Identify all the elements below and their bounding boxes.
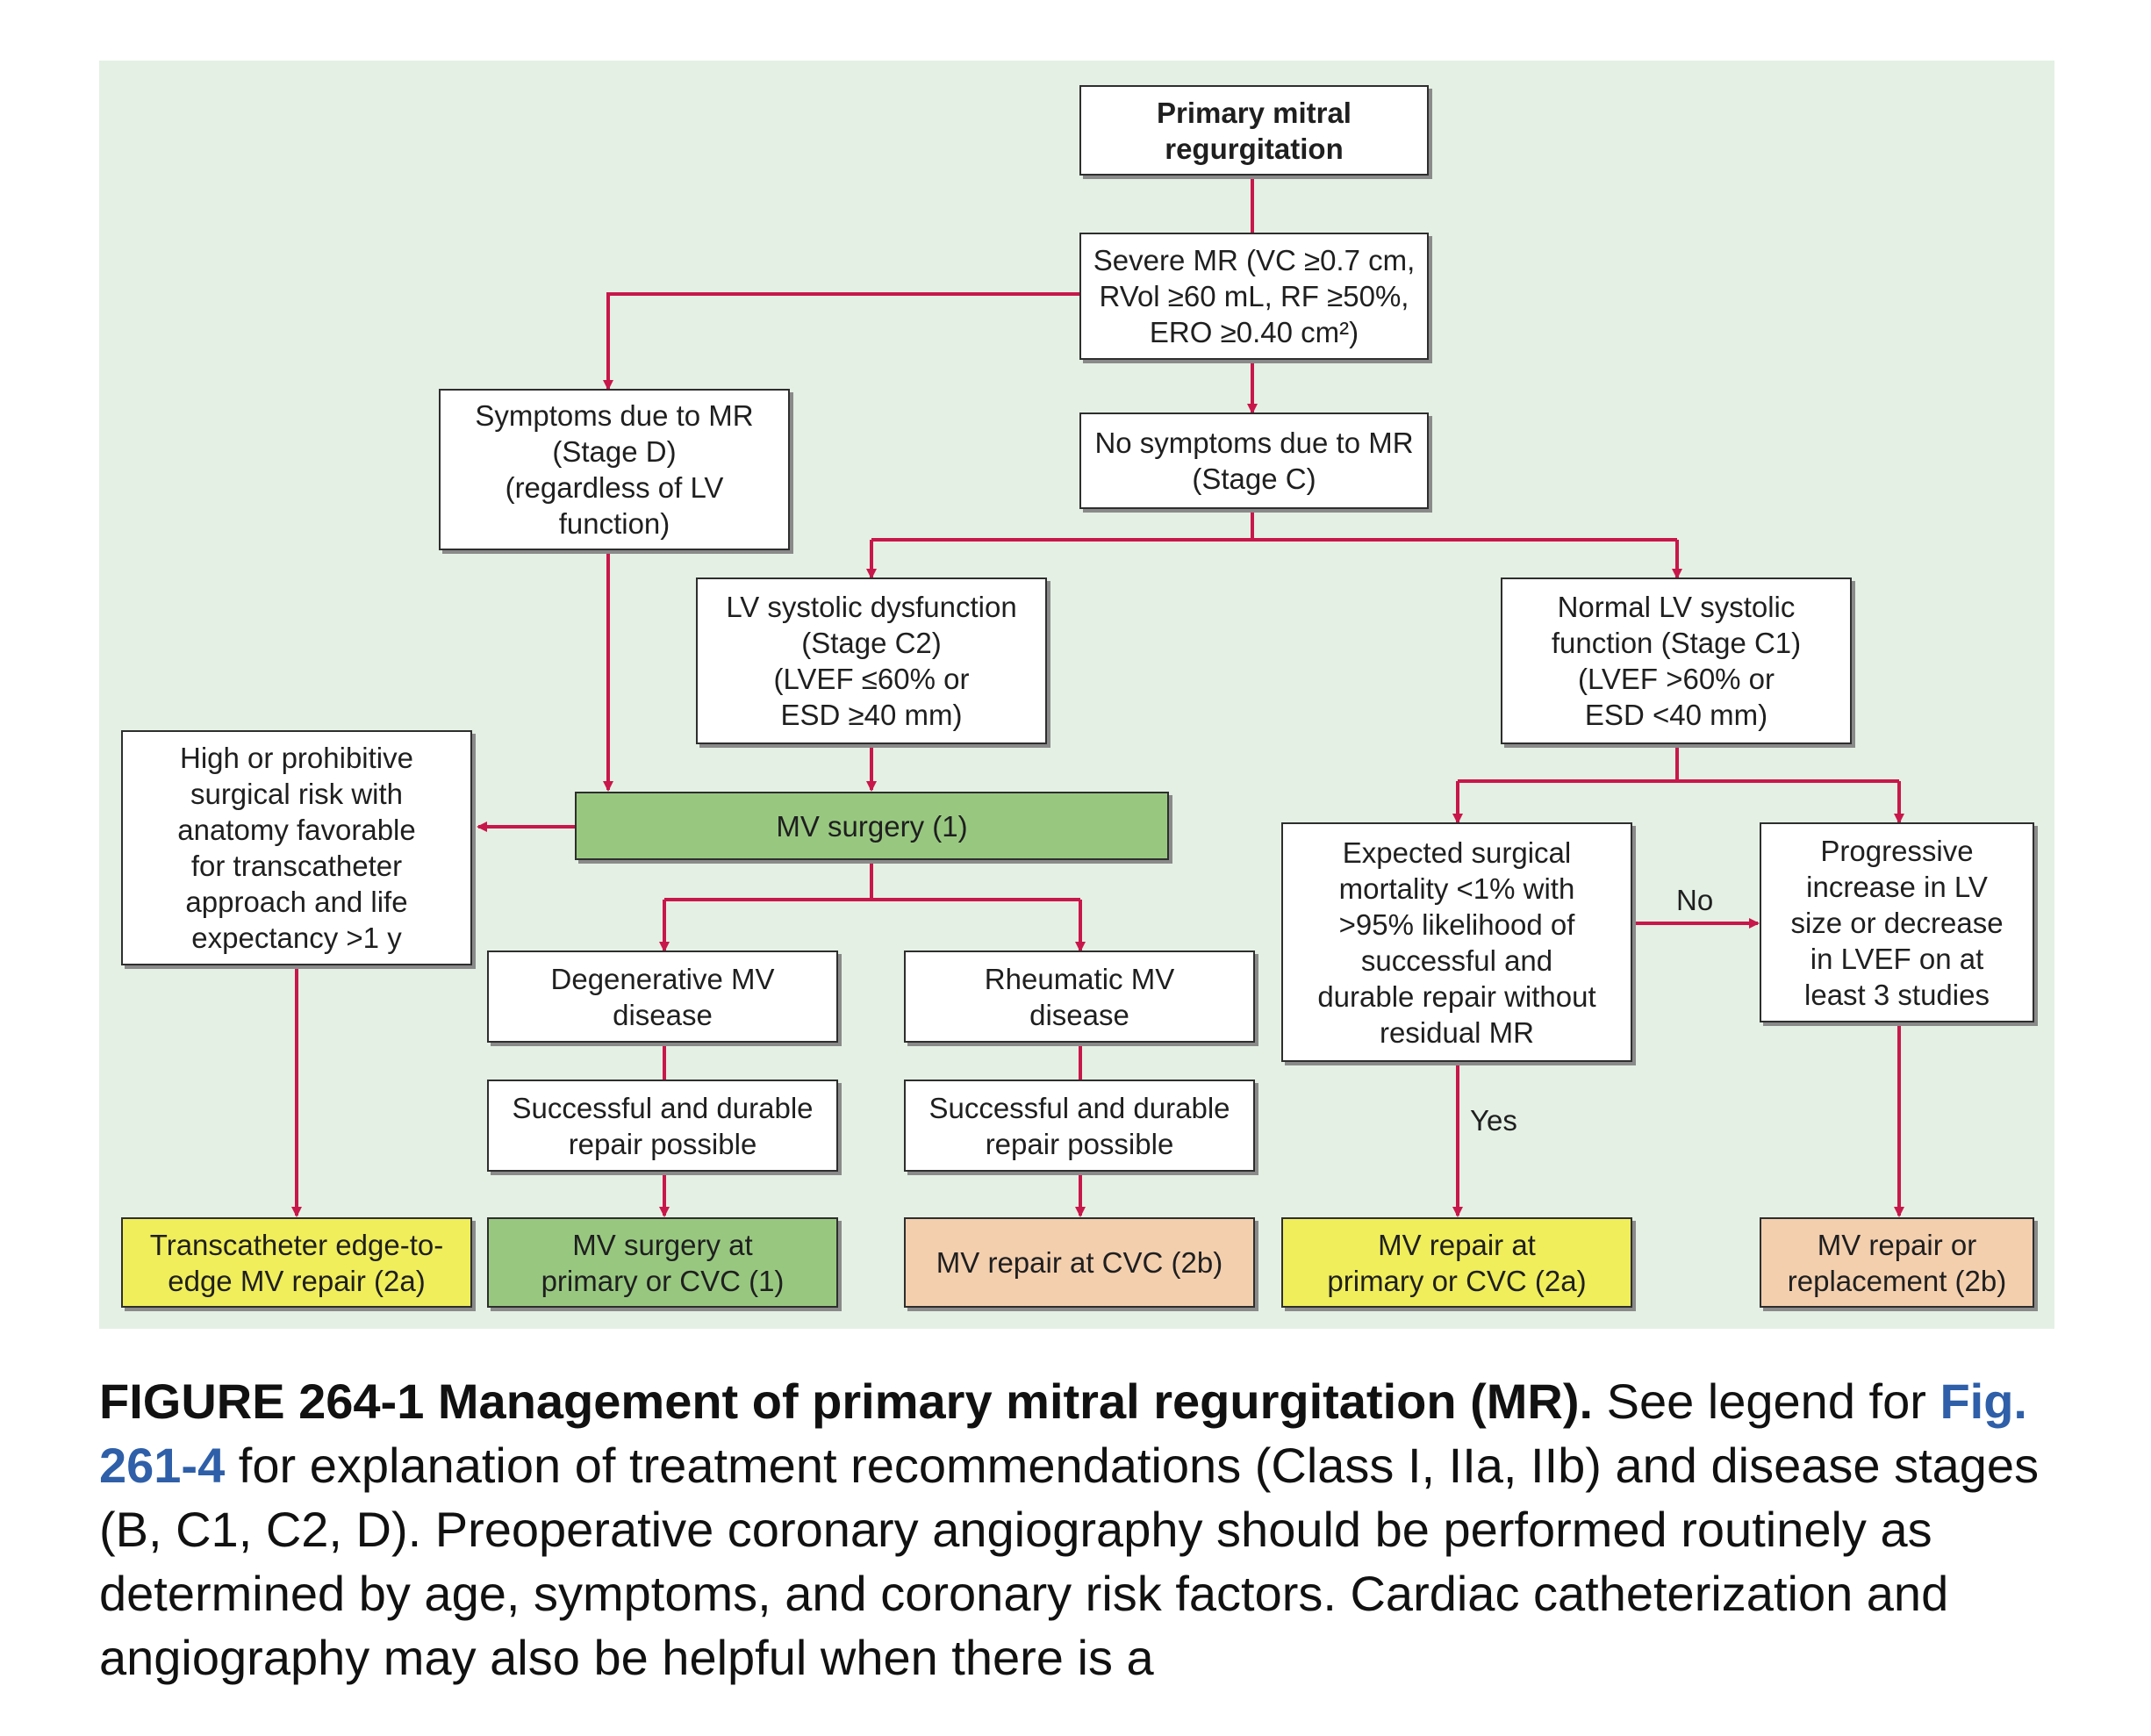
box-repair-possible-degenerative: Successful and durable repair possible (487, 1080, 838, 1172)
caption-text-1: See legend for (1593, 1374, 1940, 1429)
box-high-surgical-risk: High or prohibitive surgical risk with a… (121, 730, 472, 965)
caption-text-2: for explanation of treatment recommendat… (99, 1438, 2040, 1685)
box-mv-repair-primary-cvc: MV repair at primary or CVC (2a) (1281, 1217, 1632, 1308)
box-transcatheter-repair: Transcatheter edge-to- edge MV repair (2… (121, 1217, 472, 1308)
box-degenerative-mv-disease: Degenerative MV disease (487, 950, 838, 1043)
box-progressive-increase: Progressive increase in LV size or decre… (1760, 822, 2034, 1022)
caption-figure-label: FIGURE 264-1 Management of primary mitra… (99, 1374, 1594, 1429)
box-repair-possible-rheumatic: Successful and durable repair possible (904, 1080, 1255, 1172)
box-expected-surgical-mortality: Expected surgical mortality <1% with >95… (1281, 822, 1632, 1062)
box-lv-systolic-dysfunction: LV systolic dysfunction (Stage C2) (LVEF… (696, 577, 1047, 744)
box-mv-repair-replacement: MV repair or replacement (2b) (1760, 1217, 2034, 1308)
box-primary-mr: Primary mitral regurgitation (1079, 85, 1429, 176)
box-mv-surgery: MV surgery (1) (575, 792, 1169, 860)
connector-severe-symptoms (603, 292, 1079, 391)
label-yes: Yes (1470, 1104, 1517, 1137)
box-rheumatic-mv-disease: Rheumatic MV disease (904, 950, 1255, 1043)
box-mv-repair-cvc: MV repair at CVC (2b) (904, 1217, 1255, 1308)
caption-figure-link[interactable]: Fig. 261-4 (99, 1374, 2027, 1493)
box-no-symptoms-stage-c: No symptoms due to MR (Stage C) (1079, 412, 1429, 509)
box-mv-surgery-primary-cvc: MV surgery at primary or CVC (1) (487, 1217, 838, 1308)
box-severe-mr: Severe MR (VC ≥0.7 cm, RVol ≥60 mL, RF ≥… (1079, 233, 1429, 360)
box-symptoms-stage-d: Symptoms due to MR (Stage D) (regardless… (439, 389, 790, 550)
connector-layer (291, 176, 1904, 1217)
label-no: No (1676, 884, 1714, 916)
figure-caption: FIGURE 264-1 Management of primary mitra… (99, 1369, 2065, 1689)
box-normal-lv-function: Normal LV systolic function (Stage C1) (… (1501, 577, 1852, 744)
